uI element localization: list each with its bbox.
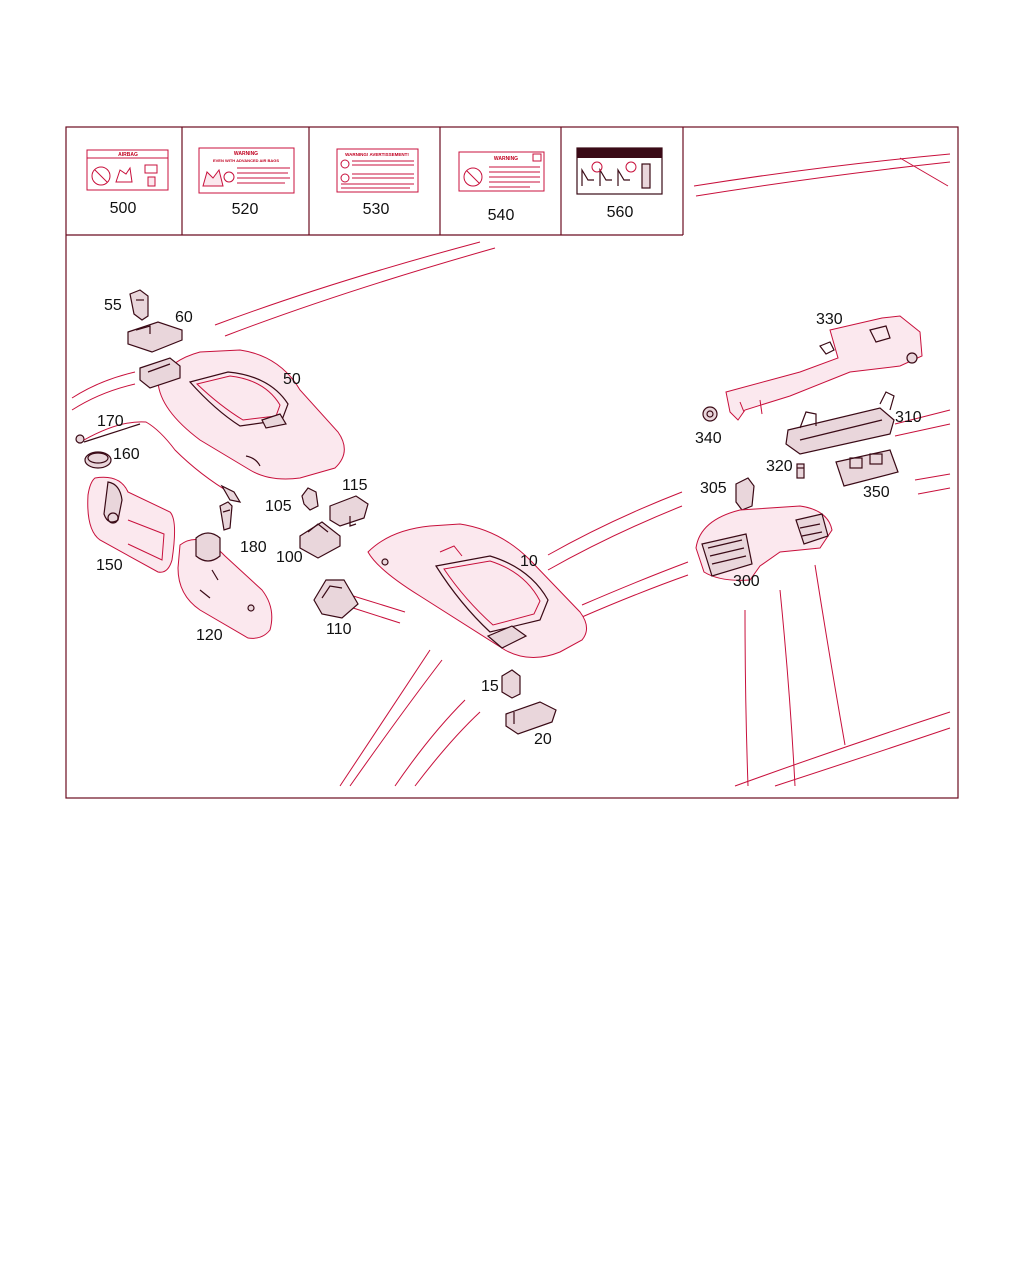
callout-50: 50 (283, 371, 301, 388)
bracket-115 (329, 495, 369, 527)
clip-305 (735, 477, 755, 511)
callout-180: 180 (240, 539, 267, 556)
callout-55: 55 (104, 297, 122, 314)
bracket-100 (299, 521, 341, 559)
cover-cap-160 (84, 451, 112, 469)
decal-520: WARNING EVEN WITH ADVANCED AIR BAGS 520 (198, 147, 295, 218)
callout-115: 115 (342, 477, 368, 494)
bracket-plate-330 (725, 315, 923, 421)
callout-310: 310 (895, 409, 922, 426)
callout-330: 330 (816, 311, 843, 328)
body-reference-lines (71, 153, 951, 787)
callout-500: 500 (110, 200, 137, 217)
clip-105 (301, 487, 319, 511)
callout-170: 170 (97, 413, 124, 430)
callout-300: 300 (733, 573, 760, 590)
callout-340: 340 (695, 430, 722, 447)
visor-bracket-20 (505, 701, 557, 735)
visor-clip-15 (501, 669, 521, 699)
callout-110: 110 (326, 621, 352, 638)
visor-clip-55 (129, 289, 149, 321)
decal-530-heading: WARNING! AVERTISSEMENT! (345, 152, 409, 157)
diagram-frame (65, 126, 959, 799)
callout-20: 20 (534, 731, 552, 748)
label-strip (66, 127, 684, 236)
callout-160: 160 (113, 446, 140, 463)
callout-305: 305 (700, 480, 727, 497)
callout-100: 100 (276, 549, 303, 566)
callout-60: 60 (175, 309, 193, 326)
rearview-mirror-120 (177, 532, 273, 639)
callout-540: 540 (488, 207, 515, 224)
callout-350: 350 (863, 484, 890, 501)
callout-560: 560 (607, 204, 634, 221)
decal-500-heading: AIRBAG (118, 152, 138, 158)
overhead-console-300 (695, 505, 833, 581)
decal-540-heading: WARNING (494, 156, 518, 162)
switch-module-350 (835, 449, 899, 487)
mount-bolt-180 (219, 501, 233, 531)
sun-visor-right (367, 523, 587, 658)
sensor-wire-170 (75, 421, 242, 503)
decal-560: 560 (576, 147, 663, 221)
sun-visor-left (157, 349, 345, 480)
callout-150: 150 (96, 557, 123, 574)
decal-520-subheading: EVEN WITH ADVANCED AIR BAGS (213, 158, 279, 163)
visor-bracket-60 (127, 321, 183, 353)
callouts: 55 60 50 170 160 150 180 120 105 115 100… (96, 297, 922, 748)
light-housing-310 (785, 391, 895, 455)
decal-530: WARNING! AVERTISSEMENT! 530 (336, 148, 419, 218)
callout-530: 530 (363, 201, 390, 218)
visor-mount-50 (139, 357, 181, 389)
decal-540: WARNING 540 (458, 151, 545, 224)
callout-105: 105 (265, 498, 292, 515)
rearview-mirror-150 (87, 476, 176, 573)
grommet-340 (702, 406, 718, 422)
callout-520: 520 (232, 201, 259, 218)
decal-500: AIRBAG 500 (86, 149, 169, 217)
callout-120: 120 (196, 627, 223, 644)
screw-320 (796, 463, 805, 479)
callout-320: 320 (766, 458, 793, 475)
callout-10: 10 (520, 553, 538, 570)
cover-110 (313, 579, 359, 619)
decal-520-heading: WARNING (234, 151, 258, 157)
callout-15: 15 (481, 678, 499, 695)
